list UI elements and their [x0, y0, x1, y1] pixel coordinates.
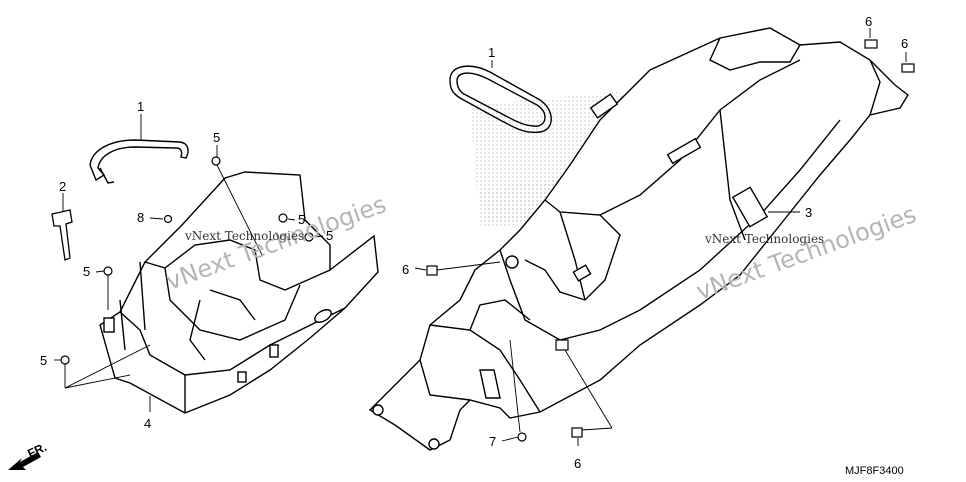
- callout-label: 6: [574, 456, 581, 471]
- callout-label: 2: [59, 179, 66, 194]
- callout-label: 5: [213, 130, 220, 145]
- callout-label: 6: [865, 14, 872, 29]
- inner-fender-left: [99, 171, 379, 414]
- callout-label: 7: [489, 434, 496, 449]
- rear-fender: [368, 27, 909, 451]
- callout-label: 4: [144, 416, 151, 431]
- grab-rail-left: [89, 139, 189, 184]
- callout-label: 6: [901, 36, 908, 51]
- callout-label: 1: [488, 45, 495, 60]
- callout-label: 6: [402, 262, 409, 277]
- callout-label: 1: [137, 99, 144, 114]
- callout-label: 5: [40, 353, 47, 368]
- callout-label: 5: [298, 212, 305, 227]
- callout-label: 5: [326, 228, 333, 243]
- rubber-band: [449, 65, 552, 134]
- callout-labels: 1 2 8 5 5 5 5 5 4 1 6 6 3 6 7 6: [40, 14, 908, 471]
- direction-label: FR.: [25, 440, 48, 461]
- clips-right: [426, 39, 915, 442]
- leader-lines: [54, 28, 907, 446]
- front-direction-arrow: FR.: [8, 440, 49, 470]
- diagram-code: MJF8F3400: [845, 465, 904, 477]
- watermark-text: vNext Technologies: [704, 232, 824, 246]
- watermark-text: vNext Technologies: [184, 229, 304, 243]
- callout-label: 3: [805, 205, 812, 220]
- callout-label: 8: [137, 210, 144, 225]
- bracket-left: [51, 209, 73, 261]
- callout-label: 5: [83, 264, 90, 279]
